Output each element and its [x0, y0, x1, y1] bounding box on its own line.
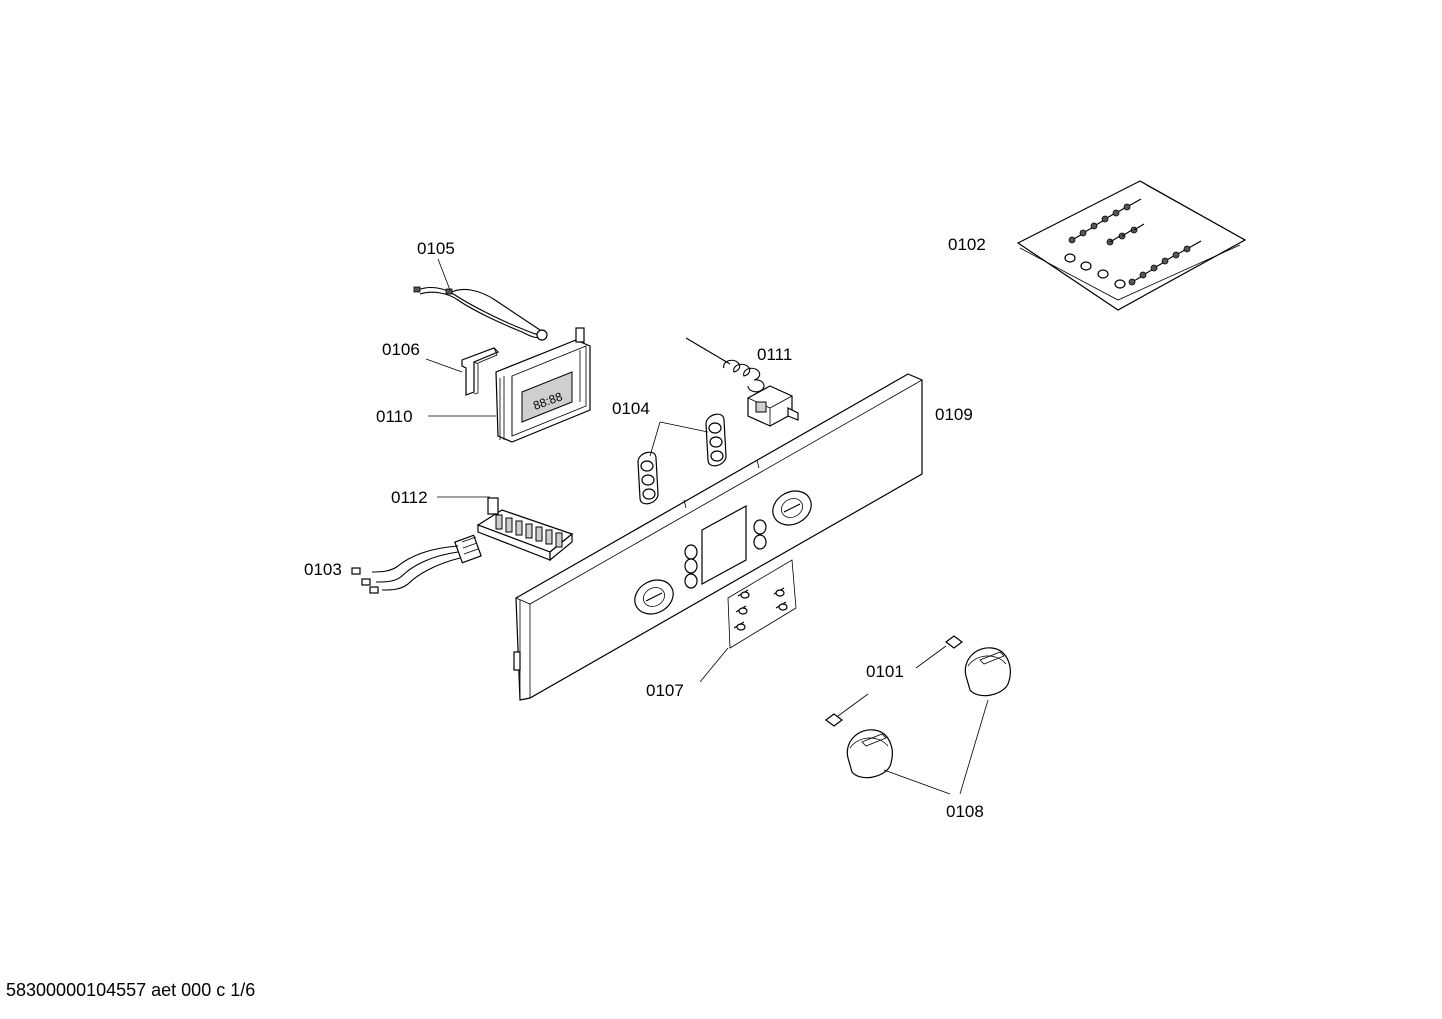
label-0110: 0110	[376, 407, 413, 426]
label-0111: 0111	[757, 345, 792, 364]
leader-0108-a	[959, 699, 989, 795]
leader-0101-a	[915, 645, 947, 669]
leader-0105	[437, 258, 451, 291]
label-0112: 0112	[391, 488, 428, 507]
left-knob-seat	[634, 579, 674, 615]
label-0104: 0104	[612, 399, 650, 418]
leader-0101-b	[837, 693, 869, 717]
screw-set-icon	[1064, 198, 1202, 289]
label-0109: 0109	[935, 405, 973, 424]
label-0107: 0107	[646, 681, 684, 700]
part-0108-knobs[interactable]	[846, 647, 1011, 779]
button-hole	[753, 519, 767, 535]
label-0106: 0106	[382, 340, 420, 359]
label-0103: 0103	[304, 560, 342, 579]
leader-0106	[425, 358, 463, 373]
knob-lower	[846, 729, 893, 779]
label-0102: 0102	[948, 235, 986, 254]
display-window	[701, 504, 747, 586]
leader-0104-b	[659, 421, 709, 433]
leader-0108-b	[883, 769, 951, 795]
part-0106-bracket[interactable]	[461, 347, 500, 396]
leader-0107	[699, 647, 729, 683]
label-0108: 0108	[946, 802, 984, 821]
leader-0104-a	[649, 421, 661, 457]
spacer-strip-right	[705, 413, 727, 467]
right-knob-seat	[772, 490, 812, 526]
part-0109-control-panel[interactable]	[513, 373, 923, 701]
button-hole	[684, 558, 698, 574]
part-0112-terminal-board[interactable]	[476, 497, 574, 562]
part-0110-display-module[interactable]: 88:88	[495, 327, 591, 443]
part-0101-caps[interactable]	[825, 635, 963, 727]
drawing-reference-footer: 58300000104557 aet 000 c 1/6	[6, 980, 256, 1000]
button-hole	[684, 544, 698, 560]
spacer-strip-left	[637, 451, 659, 505]
part-0111-thermostat[interactable]	[685, 337, 799, 427]
button-hole	[684, 573, 698, 589]
label-0105: 0105	[417, 239, 455, 258]
part-0103-wiring-harness[interactable]	[351, 534, 482, 594]
part-0107-screws[interactable]	[727, 559, 797, 649]
label-0101: 0101	[866, 662, 904, 681]
part-0102-screw-bag[interactable]	[1016, 180, 1247, 311]
knob-upper	[964, 647, 1011, 697]
part-0105-cable[interactable]	[413, 286, 548, 341]
part-0104-spacer-strips[interactable]	[637, 413, 727, 505]
button-hole	[753, 534, 767, 550]
